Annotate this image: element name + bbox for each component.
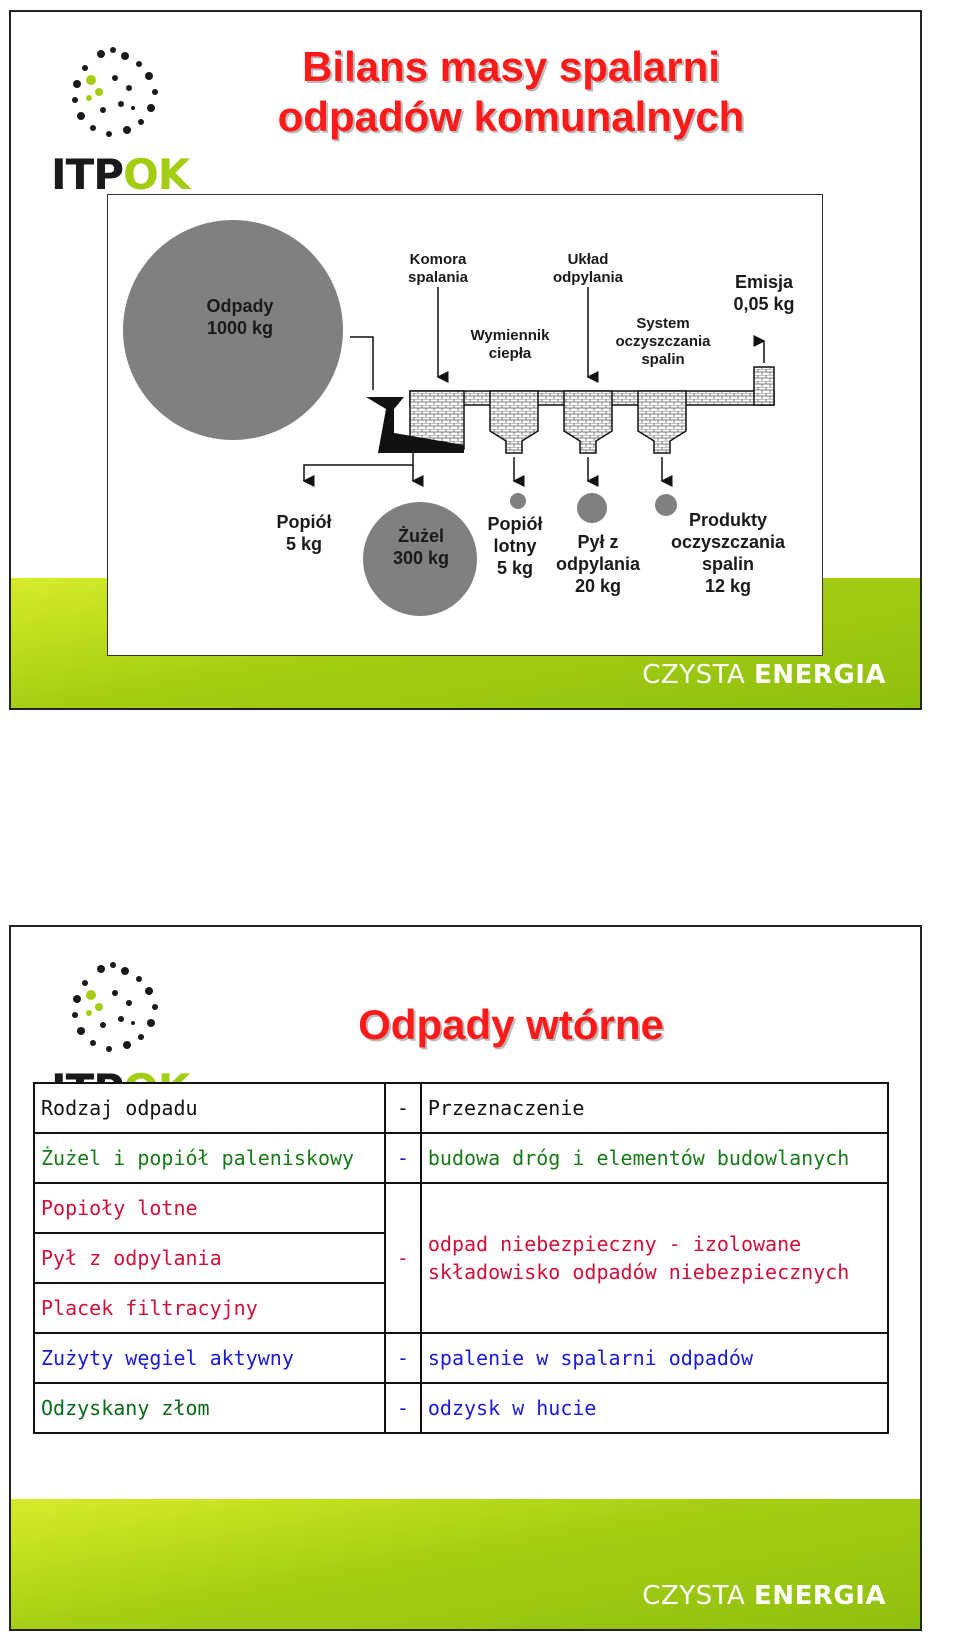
slag-circle bbox=[363, 502, 477, 616]
row1-destination: budowa dróg i elementów budowlanych bbox=[419, 1132, 890, 1184]
header-waste-type: Rodzaj odpadu bbox=[33, 1082, 386, 1134]
row6-destination: odzysk w hucie bbox=[419, 1382, 890, 1434]
slide-title: Odpady wtórne bbox=[358, 1001, 664, 1048]
group-destination-line-1: odpad niebezpieczny - izolowane bbox=[427, 1232, 802, 1256]
table-row: Popioły lotne - odpad niebezpieczny - iz… bbox=[33, 1182, 890, 1334]
slide-secondary-waste: CZYSTA ENERGIA ITPOK Odpady wtórne Rodza… bbox=[9, 925, 922, 1631]
logo-wordmark: ITPOK bbox=[51, 150, 190, 199]
footer-brand: CZYSTA ENERGIA bbox=[642, 1581, 886, 1611]
slide-mass-balance: CZYSTA ENERGIA ITPOK Bilans masy spalarn… bbox=[9, 10, 922, 710]
exchanger-hopper bbox=[489, 390, 539, 454]
table-header-row: Rodzaj odpadu - Przeznaczenie bbox=[33, 1082, 890, 1134]
brand-word-bold: ENERGIA bbox=[754, 660, 886, 690]
cleaning-hopper bbox=[637, 390, 687, 454]
logo-dots-icon bbox=[72, 962, 158, 1052]
footer-brand: CZYSTA ENERGIA bbox=[642, 660, 886, 690]
dust-dot bbox=[577, 493, 607, 523]
title-line-2: odpadów komunalnych bbox=[277, 93, 745, 140]
row5-dash: - bbox=[383, 1332, 422, 1384]
table-row: Odzyskany złom - odzysk w hucie bbox=[33, 1382, 890, 1434]
row1-type: Żużel i popiół paleniskowy bbox=[33, 1132, 386, 1184]
group-destination-line-2: składowisko odpadów niebezpiecznych bbox=[427, 1260, 850, 1284]
group-dash: - bbox=[383, 1182, 422, 1334]
brand-word-light: CZYSTA bbox=[642, 660, 746, 690]
logo-dots-icon bbox=[72, 47, 158, 137]
brand-word-bold: ENERGIA bbox=[754, 1581, 886, 1611]
row1-dash: - bbox=[383, 1132, 422, 1184]
row6-dash: - bbox=[383, 1382, 422, 1434]
dedust-hopper bbox=[563, 390, 613, 454]
header-dash: - bbox=[383, 1082, 422, 1134]
title-line-1: Bilans masy spalarni bbox=[302, 43, 720, 90]
flyash-dot bbox=[510, 493, 526, 509]
process-drawing bbox=[123, 220, 775, 616]
table-row: Zużyty węgiel aktywny - spalenie w spala… bbox=[33, 1332, 890, 1384]
row5-destination: spalenie w spalarni odpadów bbox=[419, 1332, 890, 1384]
waste-circle bbox=[123, 220, 343, 440]
group-destination: odpad niebezpieczny - izolowane składowi… bbox=[419, 1182, 890, 1334]
header-destination: Przeznaczenie bbox=[419, 1082, 890, 1134]
products-dot bbox=[655, 494, 677, 516]
row4-type: Placek filtracyjny bbox=[33, 1282, 386, 1334]
secondary-waste-table: Rodzaj odpadu - Przeznaczenie Żużel i po… bbox=[33, 1082, 890, 1434]
row2-type: Popioły lotne bbox=[33, 1182, 386, 1234]
row6-type: Odzyskany złom bbox=[33, 1382, 386, 1434]
feed-hopper bbox=[366, 397, 464, 453]
table-row: Placek filtracyjny bbox=[33, 1282, 888, 1334]
footer-band: CZYSTA ENERGIA bbox=[11, 1499, 920, 1629]
row5-type: Zużyty węgiel aktywny bbox=[33, 1332, 386, 1384]
table-row: Żużel i popiół paleniskowy - budowa dróg… bbox=[33, 1132, 890, 1184]
row3-type: Pył z odpylania bbox=[33, 1232, 386, 1284]
stack bbox=[753, 366, 775, 406]
table-row: Pył z odpylania bbox=[33, 1232, 888, 1284]
brand-word-light: CZYSTA bbox=[642, 1581, 746, 1611]
itpok-logo: ITPOK bbox=[41, 38, 191, 199]
slide-title: Bilans masy spalarni odpadów komunalnych bbox=[211, 42, 811, 142]
